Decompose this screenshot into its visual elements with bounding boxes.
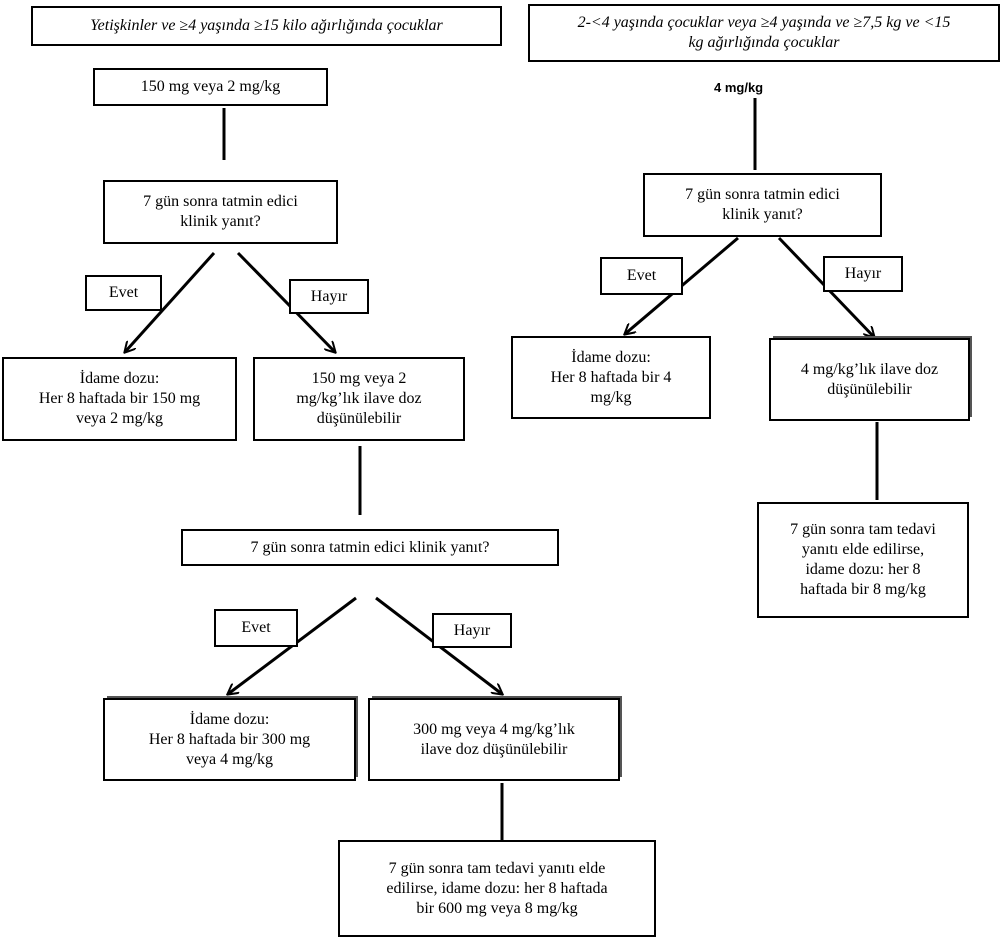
- no1-label: Hayır: [289, 279, 369, 314]
- extra-dose2-box: 300 mg veya 4 mg/kg’lık ilave doz düşünü…: [368, 698, 620, 781]
- left-header: Yetişkinler ve ≥4 yaşında ≥15 kilo ağırl…: [31, 6, 502, 46]
- maintenance-box: İdame dozu: Her 8 haftada bir 4 mg/kg: [511, 336, 711, 419]
- final-left-box: 7 gün sonra tam tedavi yanıtı elde edili…: [338, 840, 656, 937]
- no-label: Hayır: [823, 256, 903, 292]
- arrow-yes1: [125, 251, 216, 352]
- extra-dose-box: 4 mg/kg’lık ilave doz düşünülebilir: [769, 338, 970, 421]
- maintenance1-box: İdame dozu: Her 8 haftada bir 150 mg vey…: [2, 357, 237, 441]
- maintenance2-box: İdame dozu: Her 8 haftada bir 300 mg vey…: [103, 698, 356, 781]
- yes1-label: Evet: [85, 275, 162, 311]
- start-dose-label: 4 mg/kg: [714, 80, 764, 95]
- yes2-label: Evet: [214, 609, 298, 647]
- final-right-box: 7 gün sonra tam tedavi yanıtı elde edili…: [757, 502, 969, 618]
- question-box: 7 gün sonra tatmin edici klinik yanıt?: [643, 173, 882, 237]
- yes-label: Evet: [600, 257, 683, 295]
- start-dose-box: 150 mg veya 2 mg/kg: [93, 68, 328, 106]
- question2-box: 7 gün sonra tatmin edici klinik yanıt?: [181, 529, 559, 566]
- no2-label: Hayır: [432, 613, 512, 648]
- extra-dose1-box: 150 mg veya 2 mg/kg’lık ilave doz düşünü…: [253, 357, 465, 441]
- arrow-no1: [236, 251, 335, 352]
- right-header: 2-<4 yaşında çocuklar veya ≥4 yaşında ve…: [528, 4, 1000, 62]
- question1-box: 7 gün sonra tatmin edici klinik yanıt?: [103, 180, 338, 244]
